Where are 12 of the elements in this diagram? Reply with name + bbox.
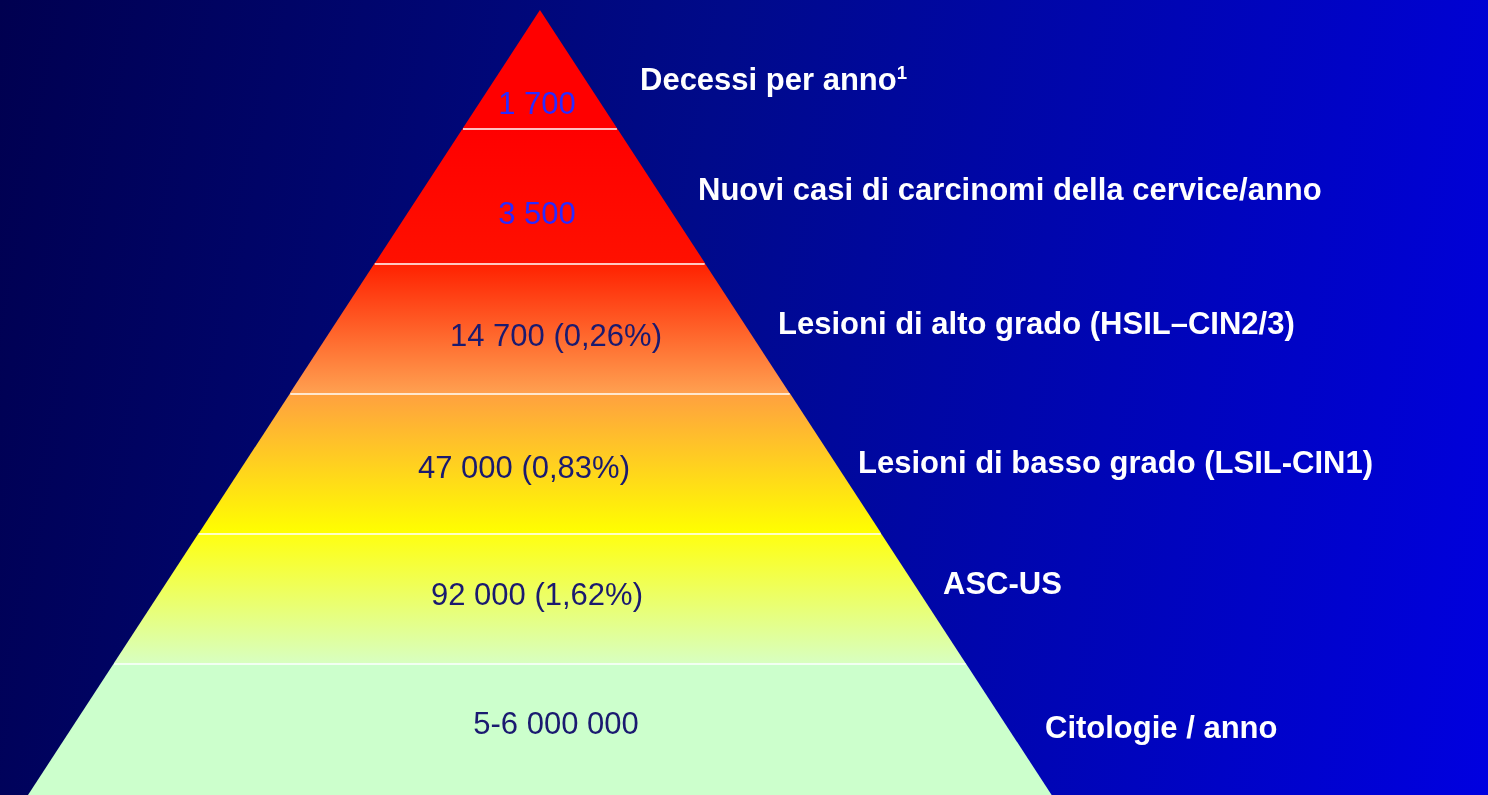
tier-value: 5-6 000 000 — [473, 706, 639, 742]
tier-label: Lesioni di basso grado (LSIL-CIN1) — [858, 445, 1373, 481]
tier-label: Nuovi casi di carcinomi della cervice/anno — [698, 172, 1322, 208]
tier-label: ASC-US — [943, 566, 1062, 602]
tier-value: 92 000 (1,62%) — [431, 577, 643, 613]
tier-value: 14 700 (0,26%) — [450, 318, 662, 354]
tier-value: 1 700 — [498, 86, 576, 122]
tier-label: Decessi per anno$^{1}$ — [640, 62, 908, 99]
tier-label: Lesioni di alto grado (HSIL–CIN2/3) — [778, 306, 1295, 342]
tier-value: 47 000 (0,83%) — [418, 450, 630, 486]
tier-label: Citologie / anno — [1045, 710, 1278, 746]
tier-value: 3 500 — [498, 196, 576, 232]
